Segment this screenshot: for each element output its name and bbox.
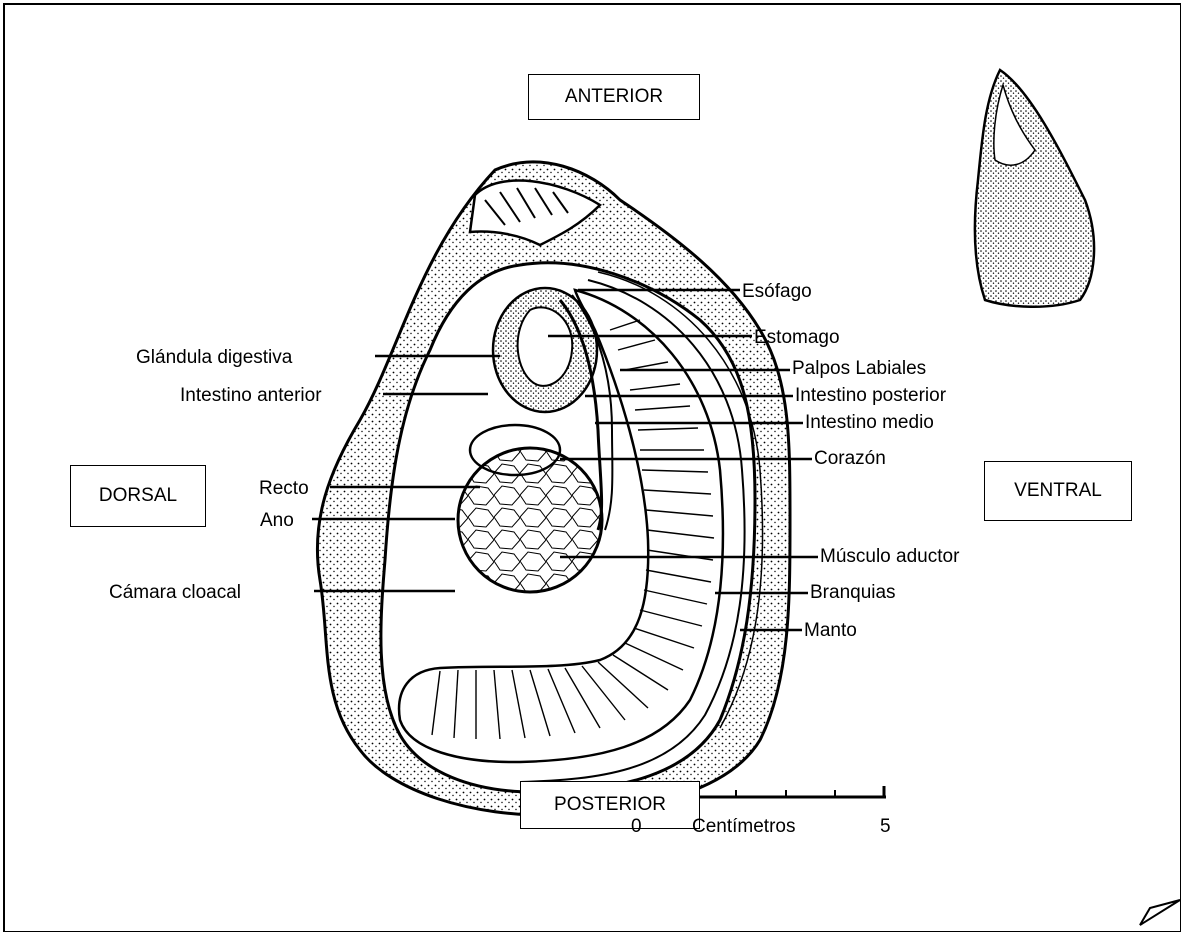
label-ventral: VENTRAL	[984, 461, 1132, 521]
label-intestino-medio: Intestino medio	[805, 413, 934, 432]
label-recto: Recto	[259, 479, 309, 498]
oyster-shell-thumbnail	[975, 70, 1094, 307]
label-anterior: ANTERIOR	[528, 74, 700, 120]
label-intestino-anterior: Intestino anterior	[180, 386, 322, 405]
scale-end-label: 5	[880, 817, 891, 836]
label-manto: Manto	[804, 621, 857, 640]
label-glandula-digestiva: Glándula digestiva	[136, 348, 292, 367]
label-ano: Ano	[260, 511, 294, 530]
scale-unit-label: Centímetros	[692, 817, 795, 836]
label-estomago: Estomago	[754, 328, 840, 347]
stomach-shape	[518, 307, 573, 385]
label-intestino-posterior: Intestino posterior	[795, 386, 946, 405]
label-camara-cloacal: Cámara cloacal	[109, 583, 241, 602]
label-posterior: POSTERIOR	[520, 781, 700, 829]
scale-start-label: 0	[631, 817, 642, 836]
label-corazon: Corazón	[814, 449, 886, 468]
label-dorsal: DORSAL	[70, 465, 206, 527]
label-esofago: Esófago	[742, 282, 812, 301]
label-musculo-aductor: Músculo aductor	[820, 547, 959, 566]
label-branquias: Branquias	[810, 583, 896, 602]
corner-mark	[1140, 900, 1180, 925]
adductor-muscle-shape	[458, 448, 602, 592]
label-palpos-labiales: Palpos Labiales	[792, 359, 926, 378]
